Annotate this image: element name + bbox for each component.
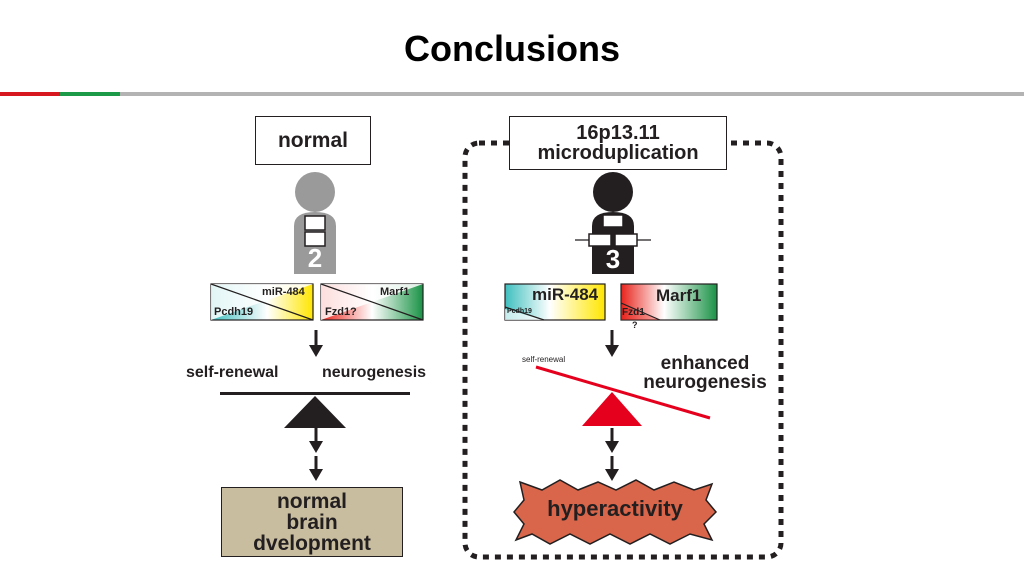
gene-box-fzd1-marf1 — [620, 283, 718, 321]
gene-split-line — [210, 283, 314, 321]
arrow-down-icon — [309, 330, 323, 357]
person-dup-head — [593, 172, 633, 212]
chromosome-copy-2 — [304, 231, 326, 247]
gene-block-normal-right — [320, 283, 424, 321]
normal-neurogenesis-label: neurogenesis — [322, 364, 427, 381]
gene-split-line — [320, 283, 424, 321]
normal-self-renewal-label: self-renewal — [186, 364, 279, 381]
normal-copy-number: 2 — [307, 243, 323, 273]
gene-split-line — [504, 306, 545, 321]
gene-marf1-label: Marf1 — [656, 286, 702, 305]
dup-enhanced-line1: enhanced — [660, 353, 750, 374]
arrow-down-icon — [605, 456, 619, 481]
person-dup-figure — [575, 172, 651, 274]
gene-block-normal-left — [210, 283, 314, 321]
chromosome-copy-1 — [304, 215, 326, 231]
balance-dup — [535, 365, 711, 426]
divider-green-segment — [60, 92, 120, 96]
person-normal-figure — [294, 172, 336, 274]
divider-red-segment — [0, 92, 60, 96]
chromosome-copy-1 — [602, 214, 624, 228]
gene-mir484-label: miR-484 — [262, 286, 305, 298]
dup-enhanced-neurogenesis-label: enhanced neurogenesis — [630, 354, 780, 392]
gene-fzd1-label: Fzd1 — [622, 307, 645, 318]
chromosome-copy-3 — [614, 233, 638, 247]
balance-beam — [220, 392, 410, 395]
normal-condition-label: normal — [255, 116, 371, 165]
header-divider — [0, 92, 1024, 96]
outcome-dup-starburst — [513, 479, 718, 545]
outcome-normal-line1: normal — [276, 489, 347, 513]
arrow-down-icon — [605, 428, 619, 453]
gene-fzd1-uncertain-mark: ? — [632, 320, 638, 330]
dup-copy-number: 3 — [605, 244, 621, 274]
gene-pcdh19-label: Pcdh19 — [214, 306, 254, 318]
dup-condition-line1: 16p13.11 — [576, 122, 660, 144]
outcome-normal-line3: dvelopment — [253, 531, 371, 555]
dup-self-renewal-label: self-renewal — [522, 355, 566, 364]
arrow-down-icon — [309, 456, 323, 481]
outcome-normal-line2: brain — [286, 510, 338, 534]
outcome-normal-box: normal brain dvelopment — [221, 487, 403, 557]
dup-condition-label: 16p13.11 microduplication — [509, 116, 727, 170]
arrow-down-icon — [605, 330, 619, 357]
outcome-hyperactivity-label: hyperactivity — [547, 496, 683, 521]
starburst-shape — [513, 479, 718, 545]
gene-pcdh19-label: Pcdh19 — [507, 308, 532, 315]
gene-fzd1-label: Fzd1? — [325, 306, 357, 318]
dup-condition-line2: microduplication — [537, 142, 699, 164]
divider-gray-segment — [120, 92, 1024, 96]
slide-title: Conclusions — [403, 28, 621, 69]
balance-fulcrum — [284, 396, 346, 428]
balance-fulcrum — [582, 392, 642, 426]
gene-block-dup-left — [504, 283, 606, 321]
gene-split-line — [620, 302, 661, 321]
arrow-down-icon — [309, 428, 323, 453]
chromosome-copy-2 — [588, 233, 612, 247]
balance-beam-tilted — [535, 365, 711, 420]
person-normal-head — [295, 172, 335, 212]
gene-block-dup-right — [620, 283, 718, 321]
gene-mir484-label: miR-484 — [532, 285, 599, 304]
dup-enhanced-line2: neurogenesis — [643, 372, 767, 393]
balance-normal — [220, 392, 410, 428]
gene-marf1-label: Marf1 — [380, 286, 410, 298]
